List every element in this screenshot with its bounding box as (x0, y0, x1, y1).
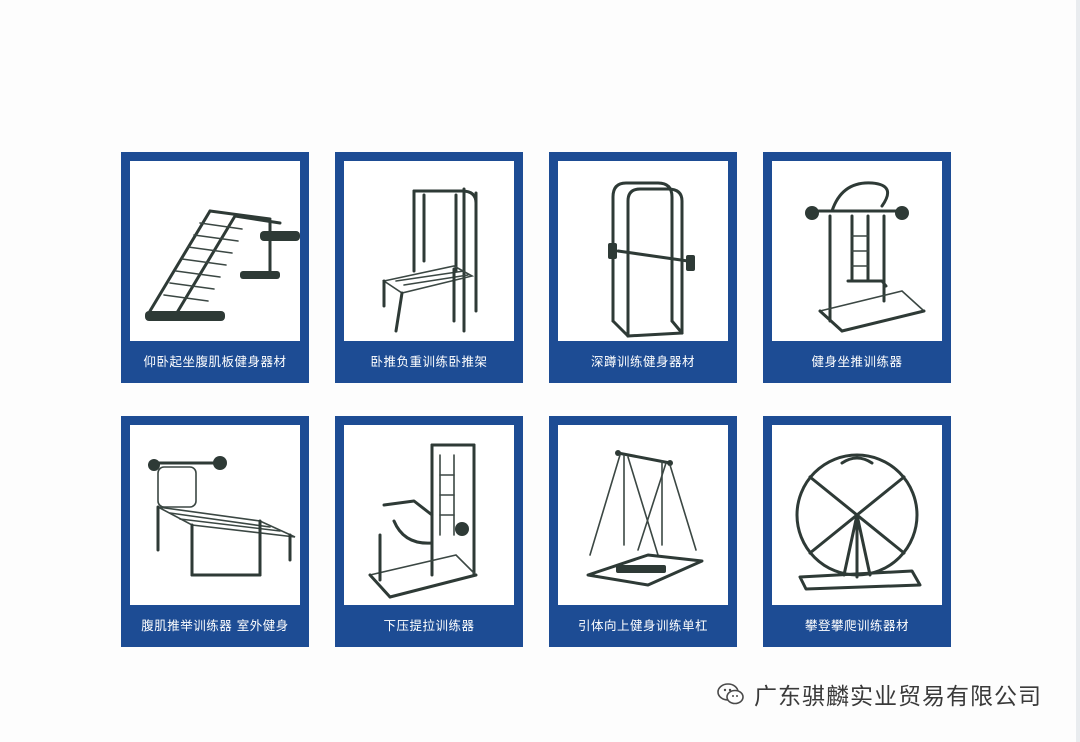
product-label: 攀登攀爬训练器材 (804, 618, 909, 633)
product-card-squat-rack[interactable]: 深蹲训练健身器材 (549, 152, 737, 383)
product-card-climbing-wheel[interactable]: 攀登攀爬训练器材 (763, 416, 951, 647)
bench-press-rack-icon (344, 161, 514, 341)
product-label: 健身坐推训练器 (811, 354, 903, 369)
product-card-seated-press[interactable]: 健身坐推训练器 (763, 152, 951, 383)
product-label: 深蹲训练健身器材 (590, 354, 695, 369)
company-name: 广东骐麟实业贸易有限公司 (754, 684, 1042, 710)
product-card-pulldown-trainer[interactable]: 下压提拉训练器 (335, 416, 523, 647)
climbing-wheel-icon (772, 425, 942, 605)
product-card-pull-up-bar[interactable]: 引体向上健身训练单杠 (549, 416, 737, 647)
company-watermark: 广东骐麟实业贸易有限公司 (716, 676, 1042, 712)
product-label: 下压提拉训练器 (383, 618, 475, 633)
pulldown-trainer-icon (344, 425, 514, 605)
product-card-bench-press-rack[interactable]: 卧推负重训练卧推架 (335, 152, 523, 383)
window-edge (1076, 0, 1080, 742)
product-label: 卧推负重训练卧推架 (370, 354, 488, 369)
pull-up-bar-icon (558, 425, 728, 605)
product-label: 引体向上健身训练单杠 (577, 618, 708, 633)
squat-rack-icon (558, 161, 728, 341)
product-label: 腹肌推举训练器 室外健身 (141, 618, 289, 633)
sit-up-bench-icon (130, 161, 300, 341)
product-card-ab-press-bench[interactable]: 腹肌推举训练器 室外健身 (121, 416, 309, 647)
ab-press-bench-icon (130, 425, 300, 605)
product-label: 仰卧起坐腹肌板健身器材 (143, 354, 287, 369)
seated-press-icon (772, 161, 942, 341)
wechat-icon (717, 683, 744, 705)
product-card-sit-up-bench[interactable]: 仰卧起坐腹肌板健身器材 (121, 152, 309, 383)
